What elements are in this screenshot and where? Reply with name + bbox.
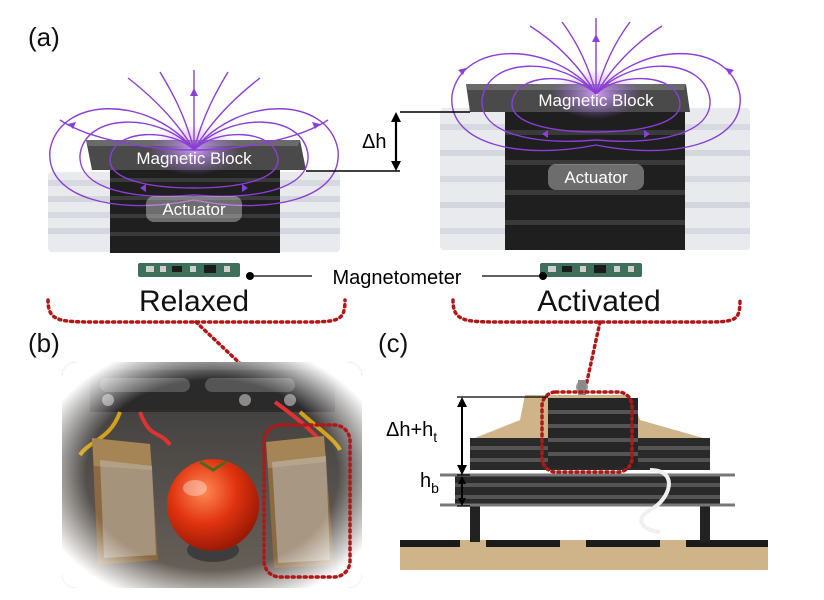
field-lines-relaxed <box>49 70 339 207</box>
relaxed-label: Relaxed <box>139 285 249 318</box>
activated-label: Activated <box>537 285 660 318</box>
magnetometer-board-activated <box>540 263 642 277</box>
magnetometer-callout <box>246 272 547 280</box>
field-lines-activated <box>451 18 741 152</box>
actuator-label-activated: Actuator <box>564 168 628 187</box>
field-arrows-relaxed <box>68 88 320 192</box>
actuator-label-relaxed: Actuator <box>162 200 226 219</box>
actuator-highlight-b <box>262 423 352 579</box>
panel-c-label: (c) <box>378 328 408 358</box>
actuator-core <box>110 165 280 253</box>
stacked-actuator-photo <box>400 380 768 570</box>
dh-plus-ht-main: Δh+h <box>386 419 433 441</box>
delta-h-label: Δh <box>362 131 386 153</box>
hb-main: h <box>420 470 431 492</box>
dh-plus-ht-label: Δh+ht <box>386 419 437 445</box>
magnetic-block-label-relaxed: Magnetic Block <box>136 149 252 168</box>
gripper-photo <box>62 362 362 588</box>
hb-sub: b <box>431 480 439 496</box>
magnetometer-board-relaxed <box>138 263 240 277</box>
panel-a-label: (a) <box>28 22 60 52</box>
field-arrows-activated <box>458 34 734 138</box>
actuator-highlight-c <box>540 390 634 474</box>
magnetic-block-label-activated: Magnetic Block <box>538 91 654 110</box>
dh-plus-ht-sub: t <box>433 429 437 445</box>
panel-b-label: (b) <box>28 328 60 358</box>
activated-actuator-photo <box>440 69 750 250</box>
delta-h-indicator <box>306 111 470 172</box>
hb-label: hb <box>420 470 439 496</box>
magnetometer-label: Magnetometer <box>333 267 462 289</box>
dimension-arrows-c <box>457 397 467 506</box>
